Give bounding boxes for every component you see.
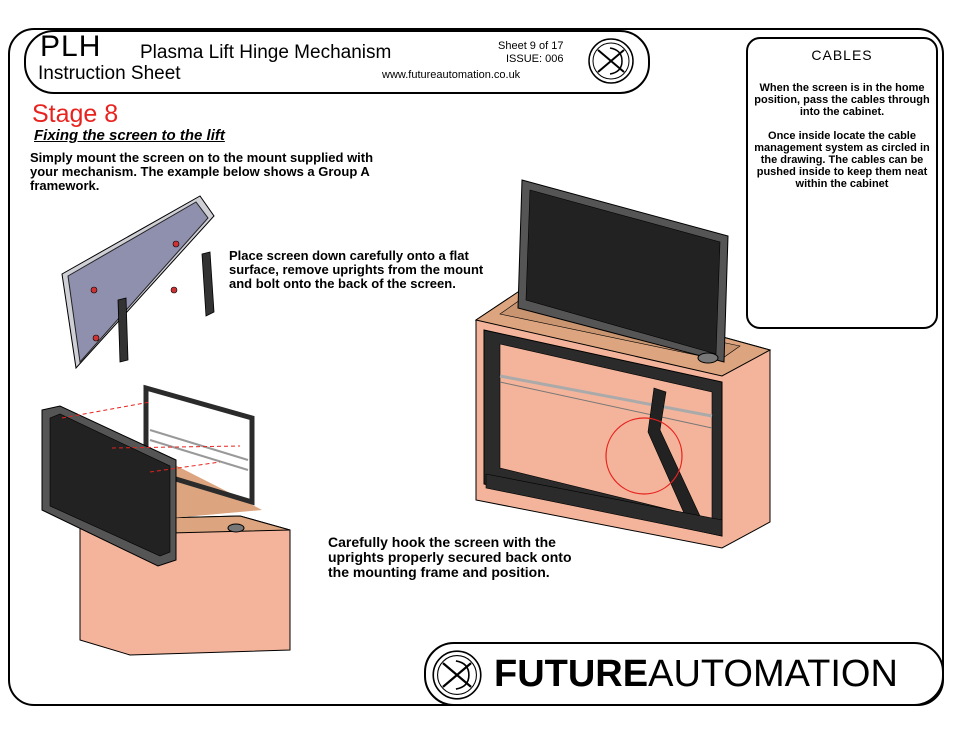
stage-subtitle: Fixing the screen to the lift [34,127,225,144]
footer-box [424,642,944,706]
header-subtitle: Instruction Sheet [38,63,181,84]
issue-number: ISSUE: 006 [506,53,564,65]
footer-logo-icon [432,650,482,700]
stage-title: Stage 8 [32,100,119,128]
website-url: www.futureautomation.co.uk [382,69,521,81]
step-2-text: Carefully hook the screen with the uprig… [328,534,572,580]
brand-regular: AUTOMATION [648,653,898,695]
header-title: Plasma Lift Hinge Mechanism [140,42,392,63]
company-logo-icon [588,38,634,84]
hook-screen-illustration [41,384,291,656]
header-box [24,30,650,94]
sheet-number: Sheet 9 of 17 [498,40,564,52]
step-1-text: Place screen down carefully onto a flat … [229,248,484,291]
stage-intro: Simply mount the screen on to the mount … [30,150,374,193]
screen-back-illustration [61,195,215,370]
brand-bold: FUTURE [494,653,649,695]
cabinet-mechanism-illustration [474,179,772,549]
cables-panel [746,37,938,329]
cables-text: When the screen is in the home position,… [754,82,930,190]
header-code: PLH [40,30,102,63]
footer-brand: FUTUREAUTOMATION [494,651,898,697]
cables-title: CABLES [811,47,873,63]
